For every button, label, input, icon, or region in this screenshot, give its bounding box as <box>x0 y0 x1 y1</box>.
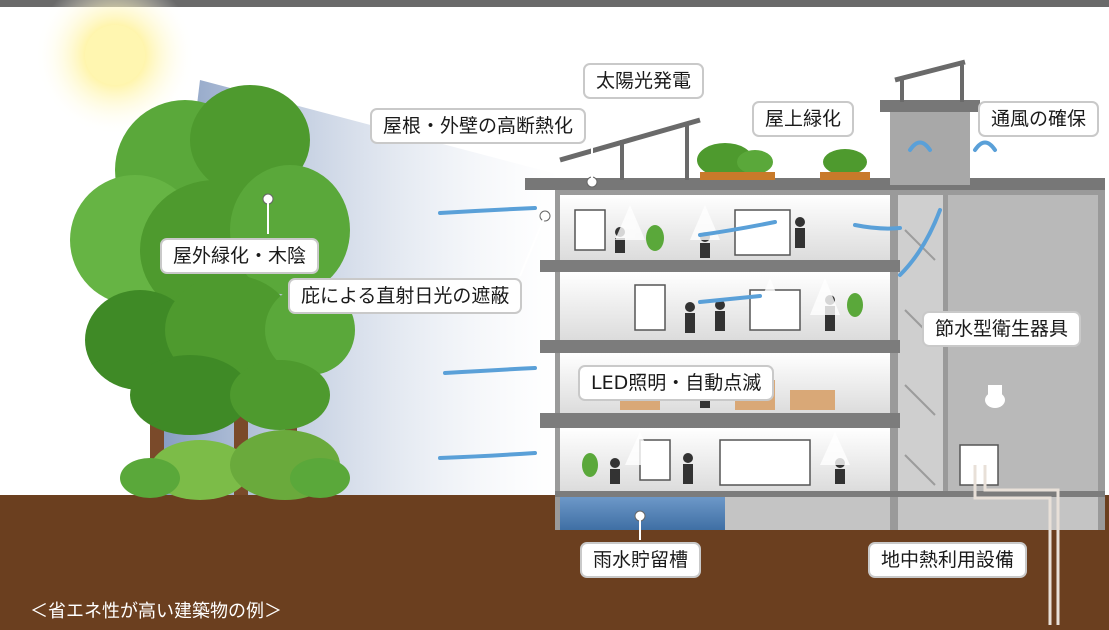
label-roof-wall-insulation: 屋根・外壁の高断熱化 <box>370 108 587 144</box>
pipe-icon <box>973 465 1060 625</box>
label-water-saving-fixtures: 節水型衛生器具 <box>922 311 1082 347</box>
solar-panel-icon <box>559 59 966 180</box>
tree-icon <box>70 85 355 500</box>
label-geothermal: 地中熱利用設備 <box>868 542 1028 578</box>
label-ventilation: 通風の確保 <box>978 101 1100 137</box>
label-led-lighting: LED照明・自動点滅 <box>578 365 775 401</box>
building <box>525 100 1105 530</box>
label-rooftop-greening: 屋上緑化 <box>752 101 855 137</box>
plant-icon <box>582 225 863 477</box>
rooftop-greenery <box>697 143 870 180</box>
label-outdoor-greening: 屋外緑化・木陰 <box>160 238 320 274</box>
toilet-icon <box>985 385 1005 408</box>
airflow-arrow-icon <box>438 140 997 460</box>
label-rainwater-tank: 雨水貯留槽 <box>580 542 702 578</box>
figure-caption: ＜省エネ性が高い建築物の例＞ <box>30 601 282 622</box>
label-eaves-shading: 庇による直射日光の遮蔽 <box>288 278 523 314</box>
sun-icon <box>35 0 195 135</box>
label-solar-power: 太陽光発電 <box>583 63 705 99</box>
